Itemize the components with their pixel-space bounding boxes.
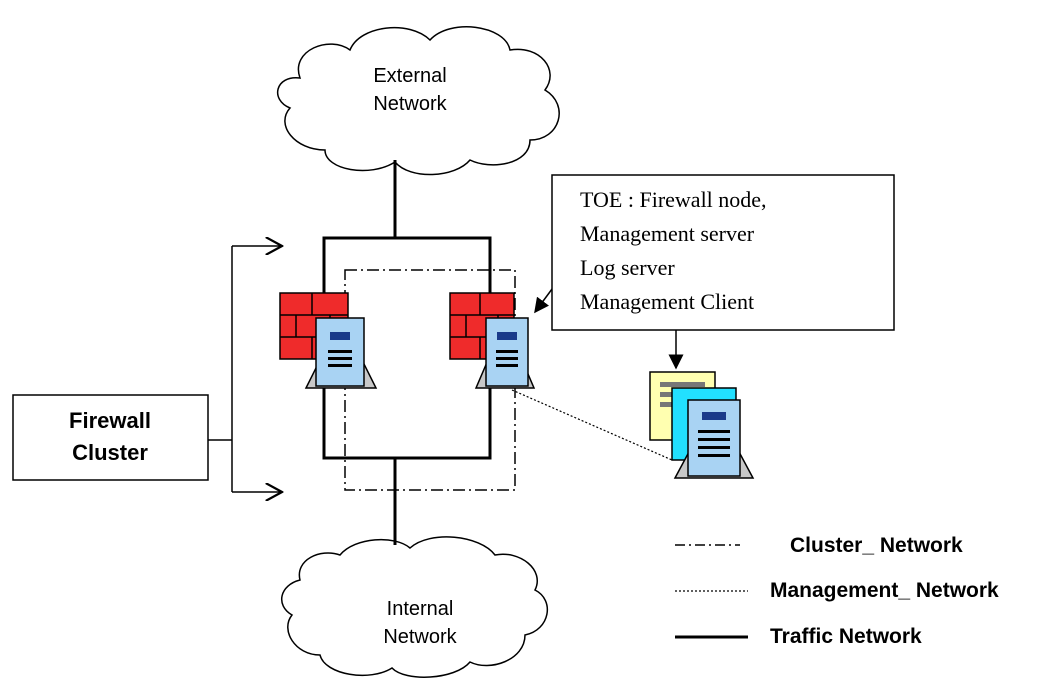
toe-description-box: TOE : Firewall node, Management server L… <box>551 174 895 331</box>
management-network-link <box>511 389 673 461</box>
external-network-cloud: External Network <box>276 26 560 176</box>
server-stack-icon <box>649 371 755 479</box>
toe-line-4: Management Client <box>580 289 754 314</box>
legend-traffic-label: Traffic Network <box>770 625 922 648</box>
management-server-stack <box>649 371 755 479</box>
cluster-bracket-arrows <box>208 246 282 492</box>
firewall-node-left <box>279 292 378 389</box>
internal-network-label-line1: Internal <box>387 598 454 620</box>
firewall-node-right <box>449 292 536 389</box>
legend-management-label: Management_ Network <box>770 579 999 602</box>
internal-network-cloud: Internal Network <box>281 536 549 678</box>
external-network-label-line1: External <box>373 65 446 87</box>
cloud-icon <box>276 26 560 176</box>
toe-line-3: Log server <box>580 255 675 280</box>
toe-line-2: Management server <box>580 221 755 246</box>
internal-network-label-line2: Network <box>383 626 457 648</box>
external-network-label-line2: Network <box>373 93 447 115</box>
legend-cluster-label: Cluster_ Network <box>790 534 963 557</box>
legend: Cluster_ Network Management_ Network Tra… <box>675 534 999 648</box>
toe-line-1: TOE : Firewall node, <box>580 187 767 212</box>
cloud-icon <box>281 536 549 678</box>
server-tower-icon <box>304 317 378 389</box>
firewall-cluster-label-line2: Cluster <box>72 440 148 465</box>
firewall-cluster-label-line1: Firewall <box>69 408 151 433</box>
firewall-cluster-box: Firewall Cluster <box>12 394 209 481</box>
server-tower-icon <box>474 317 536 389</box>
